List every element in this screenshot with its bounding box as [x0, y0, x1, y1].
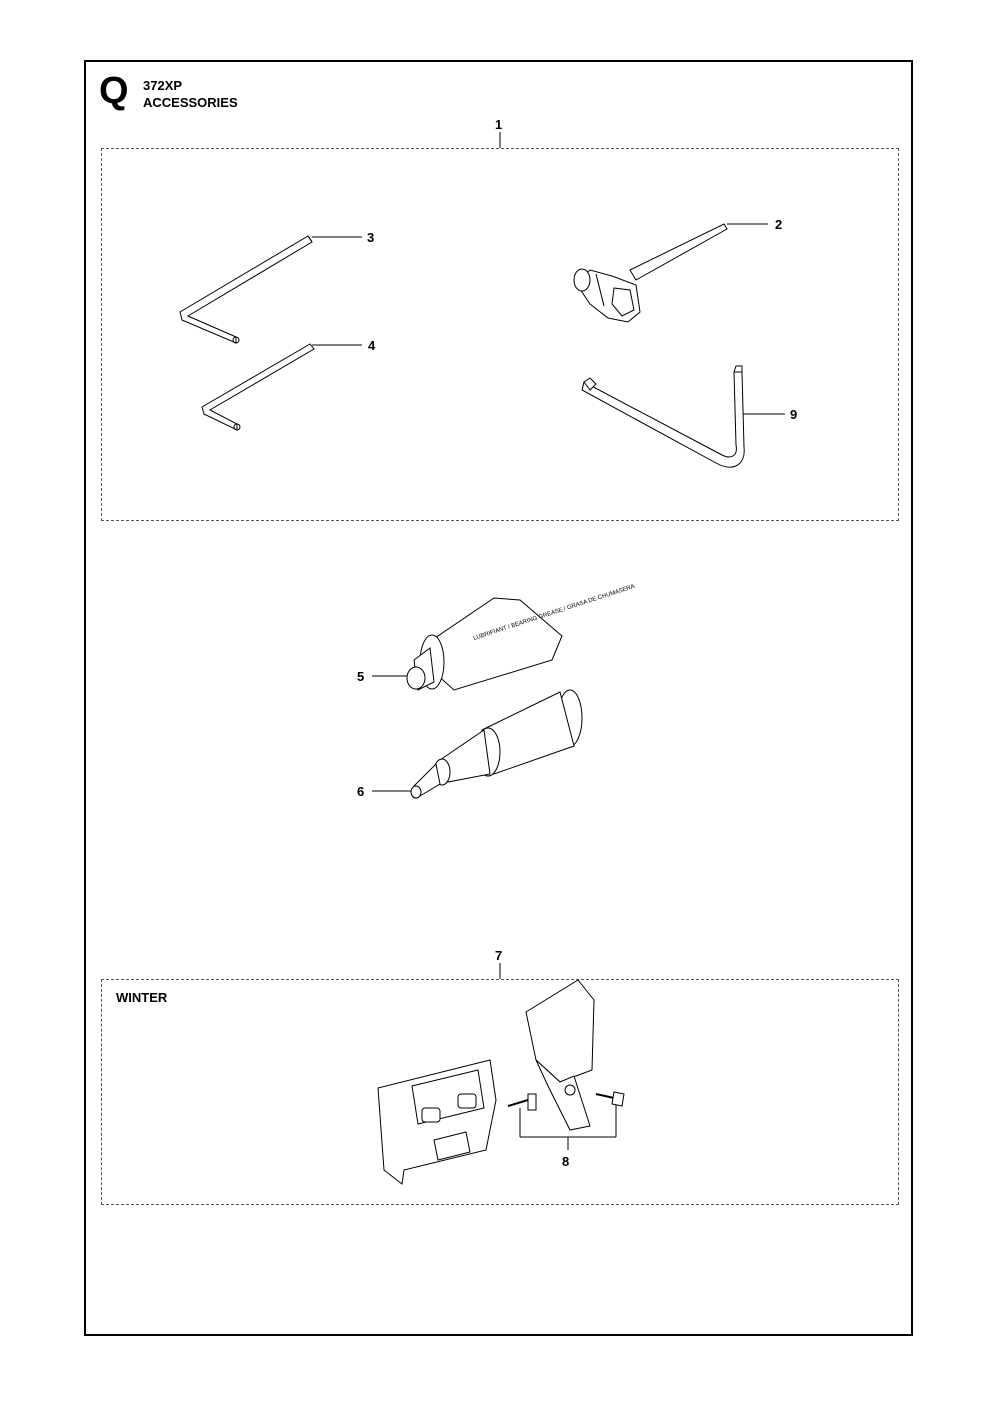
long-hex-key-icon	[581, 365, 745, 468]
tool-kit-group	[101, 148, 899, 521]
hex-key-large-icon	[179, 235, 313, 344]
callout-4: 4	[368, 338, 376, 353]
winter-kit-group	[101, 979, 899, 1205]
model-name: 372XP	[143, 78, 183, 93]
callout-9: 9	[790, 407, 798, 422]
callout-2: 2	[775, 217, 783, 232]
callout-3: 3	[367, 230, 375, 245]
grease-tube-icon: LUBRIFIANT / BEARING GREASE / GRASA DE C…	[406, 584, 636, 691]
page-frame	[84, 60, 913, 1336]
callout-5: 5	[357, 669, 365, 684]
winter-label: WINTER	[116, 990, 168, 1005]
grease-gun-icon	[410, 689, 583, 799]
hex-key-small-icon	[201, 343, 315, 431]
callout-6: 6	[357, 784, 365, 799]
section-letter: Q	[99, 70, 129, 112]
winter-kit-icon	[377, 979, 625, 1185]
callout-7: 7	[495, 948, 503, 963]
callout-1: 1	[495, 117, 503, 132]
page-title: ACCESSORIES	[143, 95, 238, 110]
callout-8: 8	[562, 1154, 570, 1169]
leader-lines	[312, 132, 785, 1150]
combination-spanner-icon	[573, 223, 728, 323]
